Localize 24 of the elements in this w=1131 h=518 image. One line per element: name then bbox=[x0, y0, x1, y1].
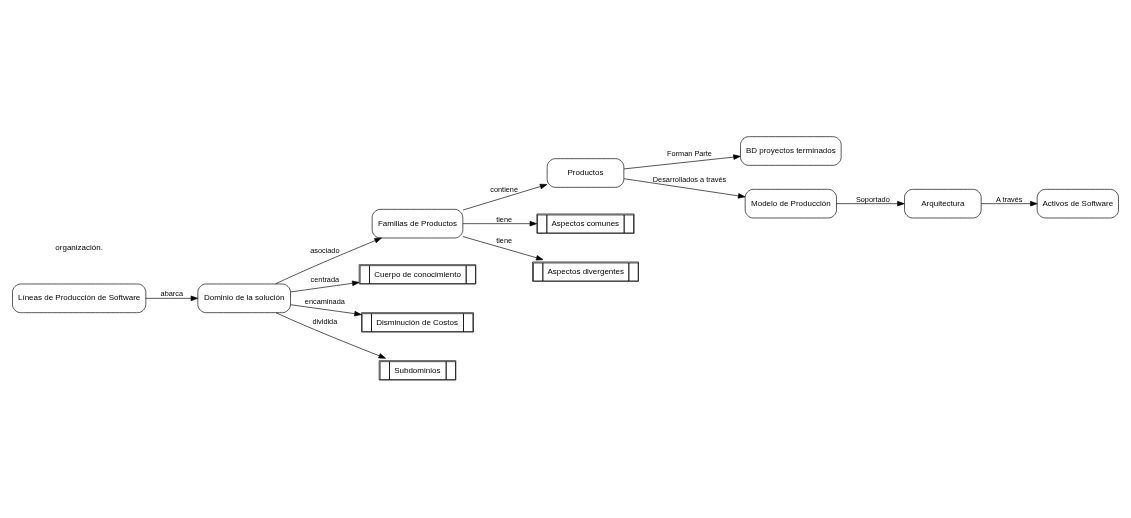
arrow bbox=[623, 177, 746, 199]
arrow bbox=[290, 303, 362, 316]
edge-label: dividida bbox=[312, 316, 338, 326]
edge-label: centrada bbox=[310, 274, 340, 284]
arrow bbox=[462, 220, 537, 226]
arrow bbox=[275, 311, 386, 359]
arrow bbox=[980, 200, 1038, 206]
arrow bbox=[145, 295, 199, 301]
arrow bbox=[462, 235, 544, 260]
edge-label: encaminada bbox=[304, 296, 345, 306]
arrow bbox=[836, 200, 905, 206]
edge-label: Soportado bbox=[855, 194, 890, 204]
arrow bbox=[462, 183, 548, 210]
edge-label: tiene bbox=[496, 235, 513, 245]
edge-label: Forman Parte bbox=[667, 148, 712, 158]
arrow bbox=[290, 280, 360, 292]
arrow bbox=[275, 237, 382, 284]
edge-label: tiene bbox=[496, 214, 513, 224]
edge-label: A través bbox=[995, 194, 1023, 204]
edge-label: abarca bbox=[160, 288, 184, 298]
edge-label: contiene bbox=[490, 184, 519, 194]
arrow bbox=[623, 153, 741, 169]
edge-label: Desarrollados a través bbox=[652, 174, 727, 184]
edge-label: asociado bbox=[310, 245, 340, 255]
